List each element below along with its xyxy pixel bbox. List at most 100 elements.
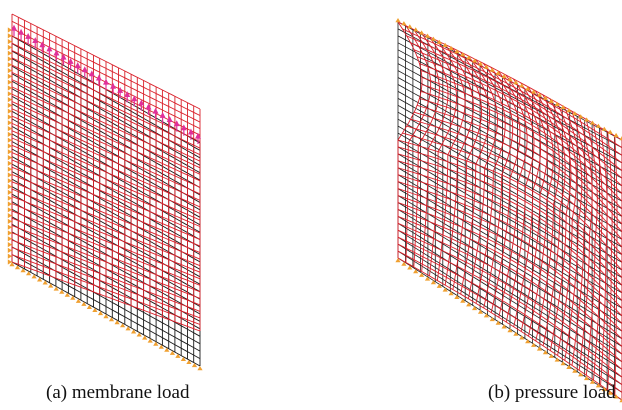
support-triangle — [460, 298, 466, 303]
support-triangle — [419, 272, 425, 277]
support-triangle — [584, 375, 590, 381]
undeformed-mesh-hline — [397, 63, 622, 187]
support-triangle — [7, 33, 12, 39]
deformed-mesh-hline — [11, 13, 201, 110]
support-triangle — [613, 132, 619, 138]
support-triangle — [120, 323, 126, 328]
load-arrow-head — [32, 37, 39, 44]
support-triangle — [595, 383, 601, 388]
support-triangle — [7, 44, 12, 50]
support-triangle — [536, 92, 543, 97]
deformed-mesh-hline — [397, 215, 622, 355]
deformed-mesh-hline — [397, 195, 622, 332]
support-triangle — [180, 356, 186, 361]
support-triangle — [489, 316, 495, 322]
support-triangle — [7, 39, 12, 45]
support-triangle — [513, 80, 519, 85]
deformed-mesh-hline — [11, 181, 201, 260]
support-triangle — [531, 89, 537, 94]
support-triangle — [578, 114, 584, 119]
support-triangle — [424, 276, 431, 281]
undeformed-mesh-hline — [397, 111, 622, 240]
panel-pressure-load: (b) pressure load — [311, 0, 622, 410]
load-arrow-head — [67, 57, 74, 64]
undeformed-mesh-hline — [397, 153, 622, 286]
support-triangle — [436, 39, 442, 44]
support-triangle — [489, 67, 495, 72]
deformed-mesh-hline — [11, 246, 201, 319]
deformed-mesh-hline — [402, 132, 622, 263]
support-triangle — [37, 277, 43, 282]
support-triangle — [395, 18, 401, 23]
support-triangle — [501, 324, 507, 329]
support-triangle — [7, 195, 12, 201]
support-triangle — [7, 178, 12, 184]
load-arrow-head — [46, 45, 53, 52]
support-triangle — [619, 398, 622, 403]
support-triangle — [7, 120, 12, 126]
deformed-mesh-hline — [397, 174, 622, 309]
deformed-mesh-hline — [11, 225, 201, 299]
support-triangle — [7, 242, 12, 248]
support-triangle — [7, 73, 12, 79]
undeformed-mesh-hline — [397, 250, 622, 393]
load-arrow-head — [53, 49, 60, 56]
support-triangle — [158, 344, 164, 349]
support-triangle — [131, 329, 137, 334]
deformed-mesh-hline — [11, 188, 201, 267]
support-triangle — [501, 73, 507, 79]
load-arrow-head — [187, 128, 194, 135]
support-triangle — [7, 253, 12, 259]
support-triangle — [175, 353, 181, 358]
support-triangle — [7, 79, 12, 85]
load-arrow-head — [117, 86, 124, 93]
support-triangle — [108, 317, 115, 322]
support-triangle — [7, 85, 12, 91]
support-triangle — [413, 269, 419, 274]
support-triangle — [7, 201, 12, 207]
support-triangle — [448, 291, 454, 296]
support-triangle — [419, 30, 425, 35]
support-triangle — [7, 155, 12, 161]
support-triangle — [507, 328, 513, 333]
support-triangle — [436, 283, 442, 288]
support-triangle — [566, 364, 572, 369]
deformed-mesh-hline — [11, 232, 201, 306]
deformed-mesh-hline — [397, 139, 622, 271]
support-triangle — [142, 335, 148, 340]
support-triangle — [7, 230, 12, 236]
support-triangle — [7, 259, 12, 265]
support-triangle — [7, 102, 12, 108]
support-triangle — [7, 213, 12, 219]
deformed-mesh-hline — [419, 97, 622, 225]
support-triangle — [401, 261, 407, 266]
support-triangle — [407, 265, 413, 270]
membrane-load-plate-diagram — [7, 13, 203, 371]
bottom-edge-supports — [9, 262, 203, 371]
support-triangle — [413, 27, 419, 32]
load-arrow-head — [81, 66, 88, 73]
support-triangle — [525, 86, 531, 91]
deformed-mesh-hline — [397, 250, 622, 393]
support-triangle — [472, 58, 478, 63]
deformed-mesh-hline — [397, 202, 622, 340]
undeformed-mesh-hline — [397, 188, 622, 324]
left-edge-supports — [7, 27, 12, 265]
deformed-mesh-hline — [11, 137, 201, 221]
support-triangle — [7, 56, 12, 62]
support-triangle — [7, 224, 12, 230]
deformed-mesh-hline — [11, 101, 201, 188]
support-triangle — [7, 207, 12, 213]
bottom-edge-supports — [395, 258, 622, 403]
support-triangle — [589, 379, 596, 384]
deformed-mesh-hline — [11, 261, 201, 332]
support-triangle — [483, 313, 489, 318]
support-triangle — [7, 91, 12, 97]
undeformed-mesh-hline — [397, 229, 622, 370]
deformed-mesh-hline — [406, 35, 622, 156]
deformed-mesh-hline — [397, 181, 622, 317]
support-triangle — [153, 341, 159, 346]
support-triangle — [613, 394, 619, 399]
support-triangle — [519, 335, 525, 340]
support-triangle — [75, 298, 81, 303]
